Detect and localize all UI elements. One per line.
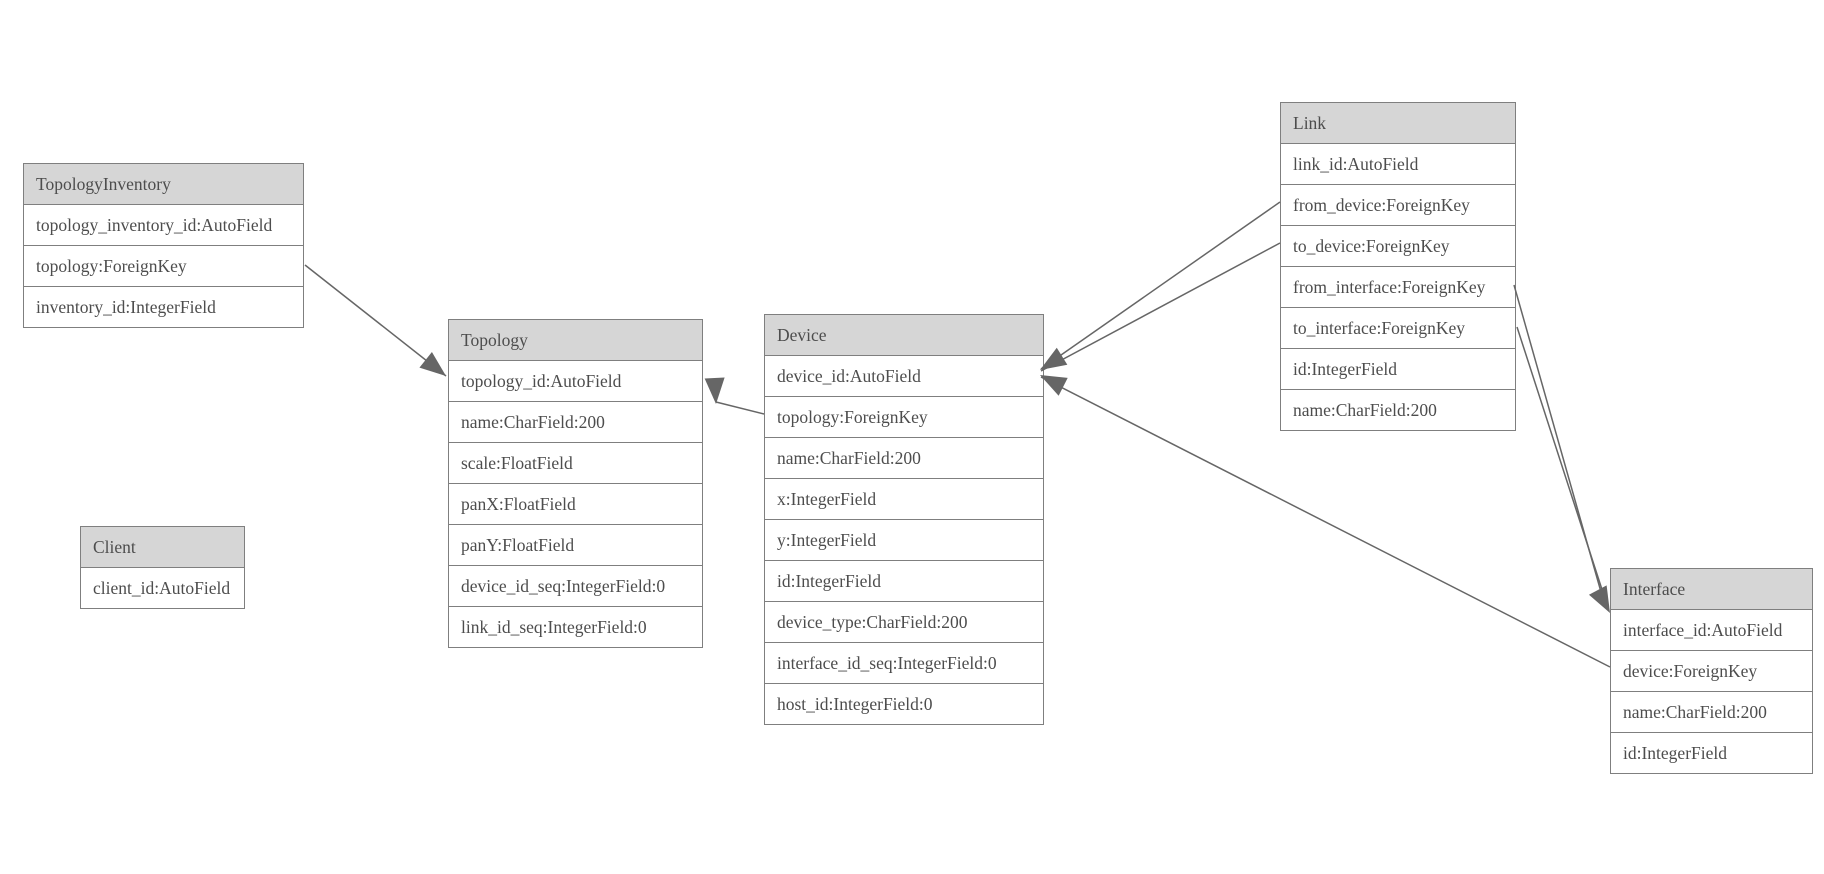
entity-field: name:CharField:200 (765, 438, 1043, 479)
entity-field: panX:FloatField (449, 484, 702, 525)
relationship-line (715, 401, 765, 415)
entity-field: interface_id:AutoField (1611, 610, 1812, 651)
entity-field: inventory_id:IntegerField (24, 287, 303, 327)
entity-field: name:CharField:200 (1281, 390, 1515, 430)
entity-field: topology_inventory_id:AutoField (24, 205, 303, 246)
entity-field: link_id_seq:IntegerField:0 (449, 607, 702, 647)
entity-title: TopologyInventory (24, 164, 303, 205)
entity-title: Link (1281, 103, 1515, 144)
entity-field: id:IntegerField (1611, 733, 1812, 773)
entity-field: topology_id:AutoField (449, 361, 702, 402)
entity-field: device_id:AutoField (765, 356, 1043, 397)
entity-field: to_interface:ForeignKey (1281, 308, 1515, 349)
arrowhead-icon (704, 377, 725, 404)
entity-field: from_interface:ForeignKey (1281, 267, 1515, 308)
entity-field: topology:ForeignKey (24, 246, 303, 287)
relationship-line (304, 264, 447, 377)
entity-title: Client (81, 527, 244, 568)
entity-field: interface_id_seq:IntegerField:0 (765, 643, 1043, 684)
entity-field: y:IntegerField (765, 520, 1043, 561)
entity-field: name:CharField:200 (1611, 692, 1812, 733)
relationship-line (1513, 284, 1604, 600)
entity-field: device_type:CharField:200 (765, 602, 1043, 643)
entity-field: scale:FloatField (449, 443, 702, 484)
entity-field: id:IntegerField (765, 561, 1043, 602)
entity-field: link_id:AutoField (1281, 144, 1515, 185)
entity-field: panY:FloatField (449, 525, 702, 566)
entity-title: Interface (1611, 569, 1812, 610)
entity-field: host_id:IntegerField:0 (765, 684, 1043, 724)
entity-field: client_id:AutoField (81, 568, 244, 608)
entity-field: name:CharField:200 (449, 402, 702, 443)
relationship-line (1040, 242, 1281, 372)
entity-title: Topology (449, 320, 702, 361)
entity-field: id:IntegerField (1281, 349, 1515, 390)
entity-field: device_id_seq:IntegerField:0 (449, 566, 702, 607)
entity-field: x:IntegerField (765, 479, 1043, 520)
relationship-line (1516, 326, 1608, 606)
entity-field: topology:ForeignKey (765, 397, 1043, 438)
entity-field: to_device:ForeignKey (1281, 226, 1515, 267)
entity-field: device:ForeignKey (1611, 651, 1812, 692)
entity-title: Device (765, 315, 1043, 356)
relationship-line (1040, 201, 1281, 370)
entity-field: from_device:ForeignKey (1281, 185, 1515, 226)
